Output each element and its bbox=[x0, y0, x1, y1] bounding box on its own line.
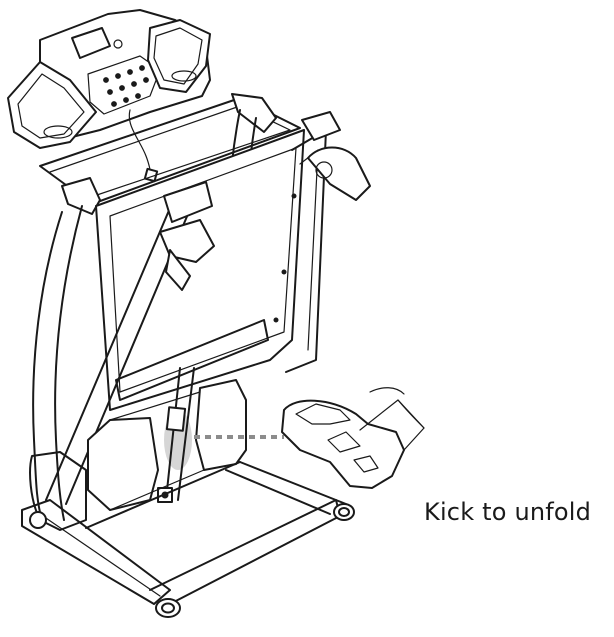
left-upright bbox=[32, 205, 83, 521]
handlebar-frame bbox=[39, 93, 301, 215]
folded-deck bbox=[95, 129, 327, 411]
instruction-caption: Kick to unfold bbox=[424, 498, 592, 526]
motor-housing bbox=[29, 379, 247, 531]
wheel-icon bbox=[29, 503, 355, 618]
rear-roller-caps bbox=[301, 111, 371, 201]
console-icon bbox=[7, 9, 211, 183]
base-frame bbox=[21, 461, 347, 605]
lift-arm bbox=[45, 181, 215, 505]
foot-icon bbox=[281, 387, 425, 489]
keypad-icon bbox=[103, 65, 149, 107]
